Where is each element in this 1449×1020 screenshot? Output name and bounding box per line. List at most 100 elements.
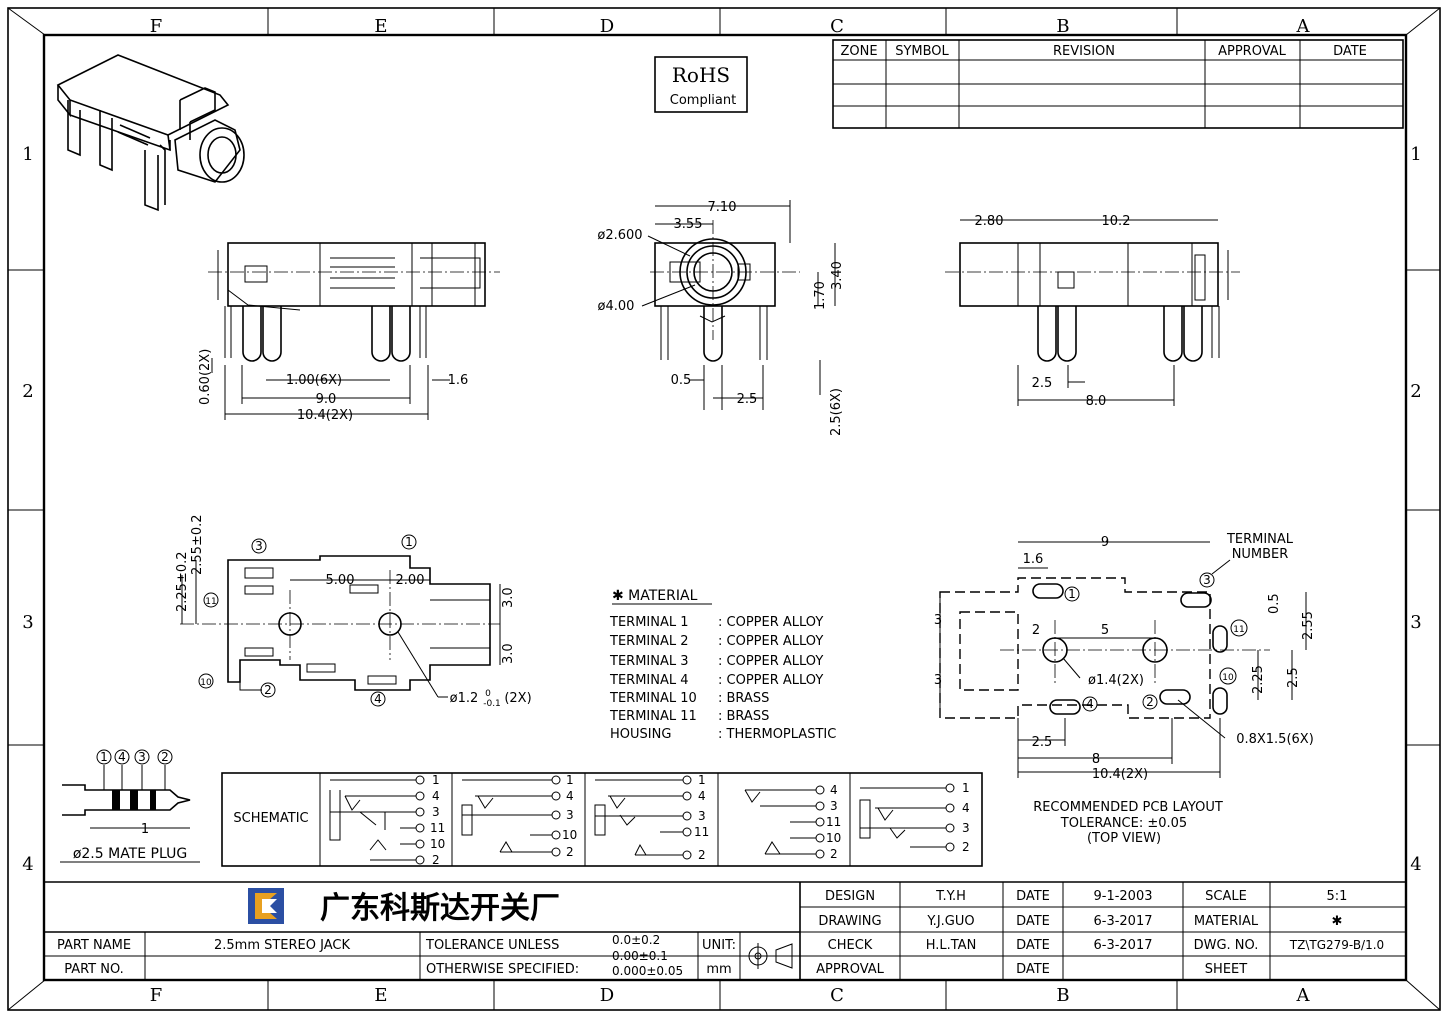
dim-label: 2.5 [1286, 667, 1301, 688]
dim-label: 3 [934, 613, 942, 628]
schematic-pin: 1 [566, 773, 574, 787]
material-title: ✱ MATERIAL [612, 588, 698, 604]
schematic-pin: 10 [562, 828, 577, 842]
zone-label: 2 [1410, 381, 1421, 402]
material-name: TERMINAL 1 [609, 615, 689, 630]
revision-header: DATE [1333, 44, 1367, 59]
zone-label: F [150, 16, 163, 37]
dim-label: 10.2 [1102, 214, 1131, 229]
dim-label: 8 [1092, 752, 1100, 767]
schematic-pin: 2 [698, 848, 706, 862]
material-value: : COPPER ALLOY [718, 654, 823, 669]
dim-label: 0.5 [671, 373, 692, 388]
dim-label: -0.1 [483, 699, 501, 709]
material-list: ✱ MATERIAL TERMINAL 1 : COPPER ALLOY TER… [609, 588, 836, 742]
dim-label: 1.00(6X) [286, 373, 342, 388]
material-name: TERMINAL 11 [609, 709, 697, 724]
schematic-pin: 3 [432, 805, 440, 819]
plug-contact-label: 2 [161, 750, 169, 764]
title-label: DRAWING [818, 914, 881, 929]
title-label: MATERIAL [1194, 914, 1259, 929]
title-label: TOLERANCE UNLESS [425, 938, 559, 953]
zone-label: B [1056, 16, 1069, 37]
zone-letters-top: F E D C B A [150, 16, 1311, 37]
dim-label: ø4.00 [598, 299, 635, 314]
revision-table: ZONE SYMBOL REVISION APPROVAL DATE [832, 39, 1404, 129]
schematic: SCHEMATIC 1 4 3 11 10 2 1 4 3 10 2 [221, 772, 983, 867]
terminal-number: 2 [264, 683, 272, 697]
material-value: : BRASS [718, 709, 769, 724]
schematic-pin: 4 [566, 789, 574, 803]
schematic-pin: 10 [430, 837, 445, 851]
dim-label: 5 [1101, 623, 1109, 638]
title-label: DATE [1016, 889, 1050, 904]
zone-label: C [830, 16, 844, 37]
dim-label: 10.4(2X) [297, 408, 353, 423]
rohs-title: RoHS [672, 63, 730, 87]
schematic-pin: 2 [566, 845, 574, 859]
pcb-caption: TOLERANCE: ±0.05 [1060, 816, 1187, 831]
title-label: DATE [1016, 962, 1050, 977]
dim-label: 0.8X1.5(6X) [1236, 732, 1314, 747]
dim-label: 0.60(2X) [198, 349, 213, 405]
zone-label: B [1056, 985, 1069, 1006]
schematic-pin: 11 [694, 825, 709, 839]
title-label: DATE [1016, 914, 1050, 929]
plug-contact-label: 3 [138, 750, 146, 764]
title-label: DATE [1016, 938, 1050, 953]
dim-label: 1 [141, 822, 149, 837]
dim-label: 3.0 [501, 643, 516, 664]
dim-label: 2.55 [1301, 611, 1316, 640]
schematic-pin: 4 [432, 789, 440, 803]
material-name: HOUSING [610, 727, 671, 742]
zone-label: 3 [22, 612, 33, 633]
material-name: TERMINAL 2 [609, 634, 689, 649]
dim-label: 9.0 [316, 392, 337, 407]
terminal-label: TERMINAL [1226, 532, 1294, 547]
isometric-view [56, 54, 245, 212]
material-name: TERMINAL 3 [609, 654, 689, 669]
zone-label: D [600, 985, 614, 1006]
schematic-pin: 11 [826, 815, 841, 829]
outer-frame [7, 7, 1441, 1011]
title-value: 6-3-2017 [1093, 914, 1152, 929]
dim-label: ø1.4(2X) [1088, 673, 1144, 688]
zone-label: A [1296, 985, 1311, 1006]
dim-label: 2.00 [396, 573, 425, 588]
company-name: 广东科斯达开关厂 [320, 891, 560, 926]
dim-label: 3.55 [674, 217, 703, 232]
terminal-number: 11 [205, 597, 216, 607]
schematic-pin: 2 [830, 847, 838, 861]
dim-label: 2.5 [1032, 735, 1053, 750]
mate-plug: 1 4 3 2 1 ø2.5 MATE PLUG [60, 749, 200, 863]
title-block: 广东科斯达开关厂 DESIGN DRAWING CHECK APPROVAL T… [44, 881, 1406, 980]
material-value: : COPPER ALLOY [718, 673, 823, 688]
inner-frame [42, 33, 1408, 982]
tolerance-value: 0.00±0.1 [612, 949, 668, 963]
dim-label: 3 [934, 673, 942, 688]
dim-label: 3.40 [830, 261, 845, 290]
schematic-pin: 11 [430, 821, 445, 835]
zone-label: 1 [22, 144, 33, 165]
dim-label: 1.70 [813, 281, 828, 310]
title-value: Y.J.GUO [926, 914, 974, 929]
dim-label: 2.80 [975, 214, 1004, 229]
terminal-number: 3 [1203, 573, 1211, 587]
plug-contact-label: 4 [118, 750, 126, 764]
schematic-title: SCHEMATIC [233, 811, 308, 826]
company-logo [248, 888, 284, 924]
material-value: : COPPER ALLOY [718, 634, 823, 649]
dim-label: 2.5 [737, 392, 758, 407]
title-value: ✱ [1332, 914, 1343, 929]
zone-label: A [1296, 16, 1311, 37]
dim-label: 2.5(6X) [829, 388, 844, 436]
terminal-number: 10 [200, 678, 212, 688]
title-value: H.L.TAN [926, 938, 977, 953]
title-value: mm [706, 962, 731, 977]
dim-label: 0 [485, 689, 491, 699]
dim-label: ø2.600 [597, 228, 642, 243]
plug-caption: ø2.5 MATE PLUG [73, 846, 187, 862]
dim-label: 1.6 [1023, 552, 1044, 567]
title-label: UNIT: [702, 938, 736, 953]
zone-label: 3 [1410, 612, 1421, 633]
